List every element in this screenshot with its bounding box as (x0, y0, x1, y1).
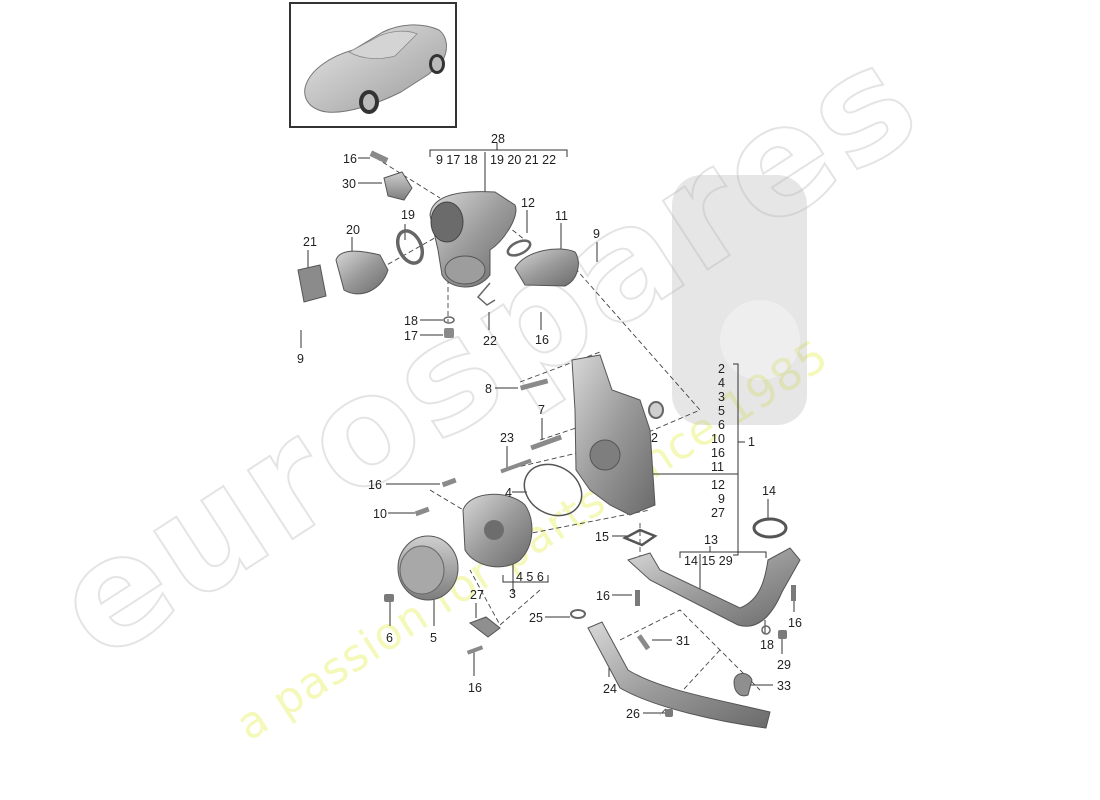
callout-24[interactable]: 24 (603, 682, 617, 696)
callout-25[interactable]: 25 (529, 611, 543, 625)
callout-18[interactable]: 18 (760, 638, 774, 652)
callout-9[interactable]: 9 (297, 352, 304, 366)
callout-26[interactable]: 26 (626, 707, 640, 721)
callout-30[interactable]: 30 (342, 177, 356, 191)
callout-16[interactable]: 16 (596, 589, 610, 603)
callout-1[interactable]: 1 (748, 435, 755, 449)
callout-17[interactable]: 17 (404, 329, 418, 343)
callout-13[interactable]: 13 (704, 533, 718, 547)
group-1-item: 6 (718, 418, 725, 432)
callout-9[interactable]: 9 (593, 227, 600, 241)
callout-11[interactable]: 11 (555, 209, 568, 223)
group-1-item: 12 (711, 478, 725, 492)
group-1-item: 3 (718, 390, 725, 404)
group-1-item: 4 (718, 376, 725, 390)
thermostat-housing (429, 191, 517, 288)
callout-18[interactable]: 18 (404, 314, 418, 328)
group-3-items: 4 5 6 (516, 570, 544, 584)
callout-7[interactable]: 7 (538, 403, 545, 417)
callout-4[interactable]: 4 (505, 486, 512, 500)
callout-16[interactable]: 16 (468, 681, 482, 695)
callout-6[interactable]: 6 (386, 631, 393, 645)
group-1-item: 2 (718, 362, 725, 376)
group-1-item: 27 (711, 506, 725, 520)
callout-8[interactable]: 8 (485, 382, 492, 396)
callout-5[interactable]: 5 (430, 631, 437, 645)
water-pump (462, 493, 533, 568)
coolant-pipe-lower (587, 621, 771, 729)
callout-28[interactable]: 28 (491, 132, 505, 146)
callout-16[interactable]: 16 (368, 478, 382, 492)
callout-23[interactable]: 23 (500, 431, 514, 445)
callout-16[interactable]: 16 (343, 152, 357, 166)
callout-12[interactable]: 12 (521, 196, 535, 210)
callout-15[interactable]: 15 (595, 530, 609, 544)
callout-29[interactable]: 29 (777, 658, 791, 672)
callout-3[interactable]: 3 (509, 587, 516, 601)
engine-background-image (672, 175, 807, 425)
callout-14[interactable]: 14 (762, 484, 776, 498)
callout-16[interactable]: 16 (788, 616, 802, 630)
timing-cover (571, 354, 656, 516)
group-1-item: 16 (711, 446, 725, 460)
car-icon (304, 24, 447, 114)
callout-33[interactable]: 33 (777, 679, 791, 693)
coolant-pipe-upper (627, 547, 801, 627)
group-1-item: 11 (711, 460, 724, 474)
callout-21[interactable]: 21 (303, 235, 317, 249)
group-28-left-items: 9 17 18 (436, 153, 478, 167)
callout-2[interactable]: 2 (651, 431, 658, 445)
group-13-items: 14 15 29 (684, 554, 733, 568)
group-28-right-items: 19 20 21 22 (490, 153, 557, 167)
vehicle-thumbnail (289, 2, 457, 128)
callout-22[interactable]: 22 (483, 334, 497, 348)
callout-10[interactable]: 10 (373, 507, 387, 521)
callout-16[interactable]: 16 (535, 333, 549, 347)
group-1-item: 5 (718, 404, 725, 418)
group-1-item: 9 (718, 492, 725, 506)
callout-19[interactable]: 19 (401, 208, 415, 222)
group-1-item: 10 (711, 432, 725, 446)
callout-31[interactable]: 31 (676, 634, 690, 648)
callout-20[interactable]: 20 (346, 223, 360, 237)
callout-27[interactable]: 27 (470, 588, 484, 602)
